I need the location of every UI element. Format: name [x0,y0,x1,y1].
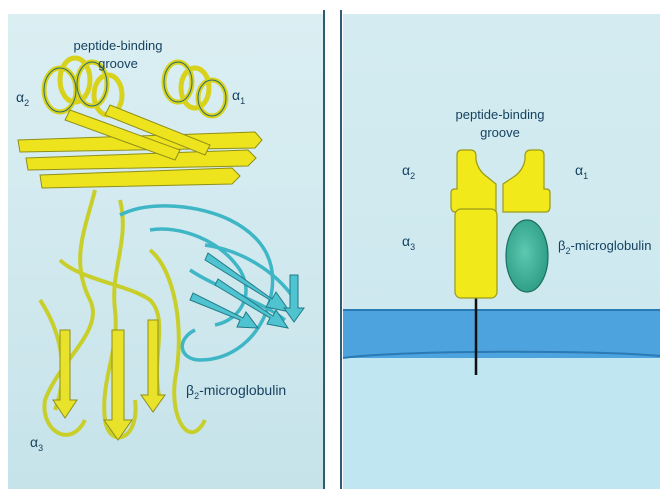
beta2-microglobulin-ellipse [506,220,548,292]
cell-membrane [343,310,660,358]
right-groove-label-line2: groove [480,125,520,140]
top-caption-strip [270,0,490,10]
cytoplasm-region [343,355,660,489]
left-groove-label-line1: peptide-binding [74,38,163,53]
alpha3-domain-block [455,209,497,298]
left-groove-label-line2: groove [98,56,138,71]
right-groove-label-line1: peptide-binding [456,107,545,122]
